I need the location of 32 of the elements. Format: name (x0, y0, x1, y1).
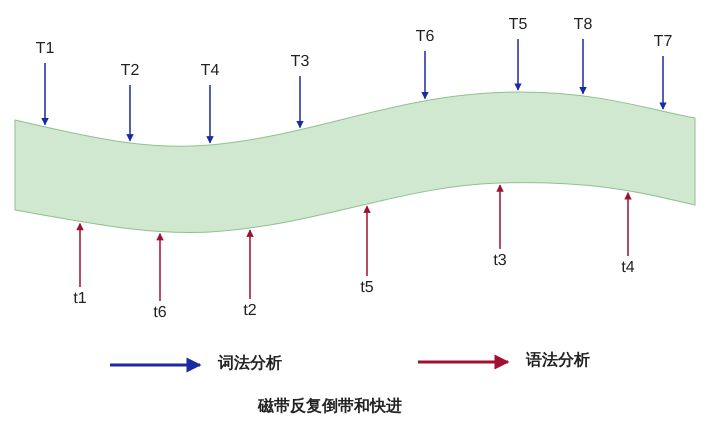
tape-band (14, 92, 696, 233)
time-label: t1 (73, 290, 87, 308)
legend-text: 词法分析 (218, 355, 282, 373)
time-label: T3 (290, 53, 310, 71)
arrow (206, 85, 214, 144)
caption: 磁带反复倒带和快进 (258, 398, 402, 416)
time-label: T2 (120, 62, 140, 80)
arrow (421, 51, 429, 100)
time-label: T8 (574, 16, 592, 34)
arrow (156, 232, 164, 301)
arrow (246, 229, 254, 299)
time-label: T5 (508, 16, 528, 34)
arrow (514, 39, 522, 91)
arrow (126, 85, 134, 142)
time-label: t2 (243, 302, 257, 320)
time-label: t5 (360, 279, 374, 297)
time-label: T7 (654, 33, 672, 51)
arrow (76, 222, 84, 287)
time-label: t6 (153, 304, 167, 322)
arrow (496, 184, 504, 249)
time-label: T1 (36, 40, 54, 58)
arrow (624, 192, 632, 256)
arrow (296, 76, 304, 128)
arrow (579, 39, 587, 95)
time-label: t3 (493, 252, 507, 270)
legend-text: 语法分析 (526, 352, 590, 370)
arrow (363, 205, 371, 276)
time-label: t4 (621, 259, 635, 277)
time-label: T4 (200, 62, 220, 80)
arrow (659, 56, 667, 110)
arrow (41, 63, 49, 126)
time-label: T6 (416, 28, 434, 46)
